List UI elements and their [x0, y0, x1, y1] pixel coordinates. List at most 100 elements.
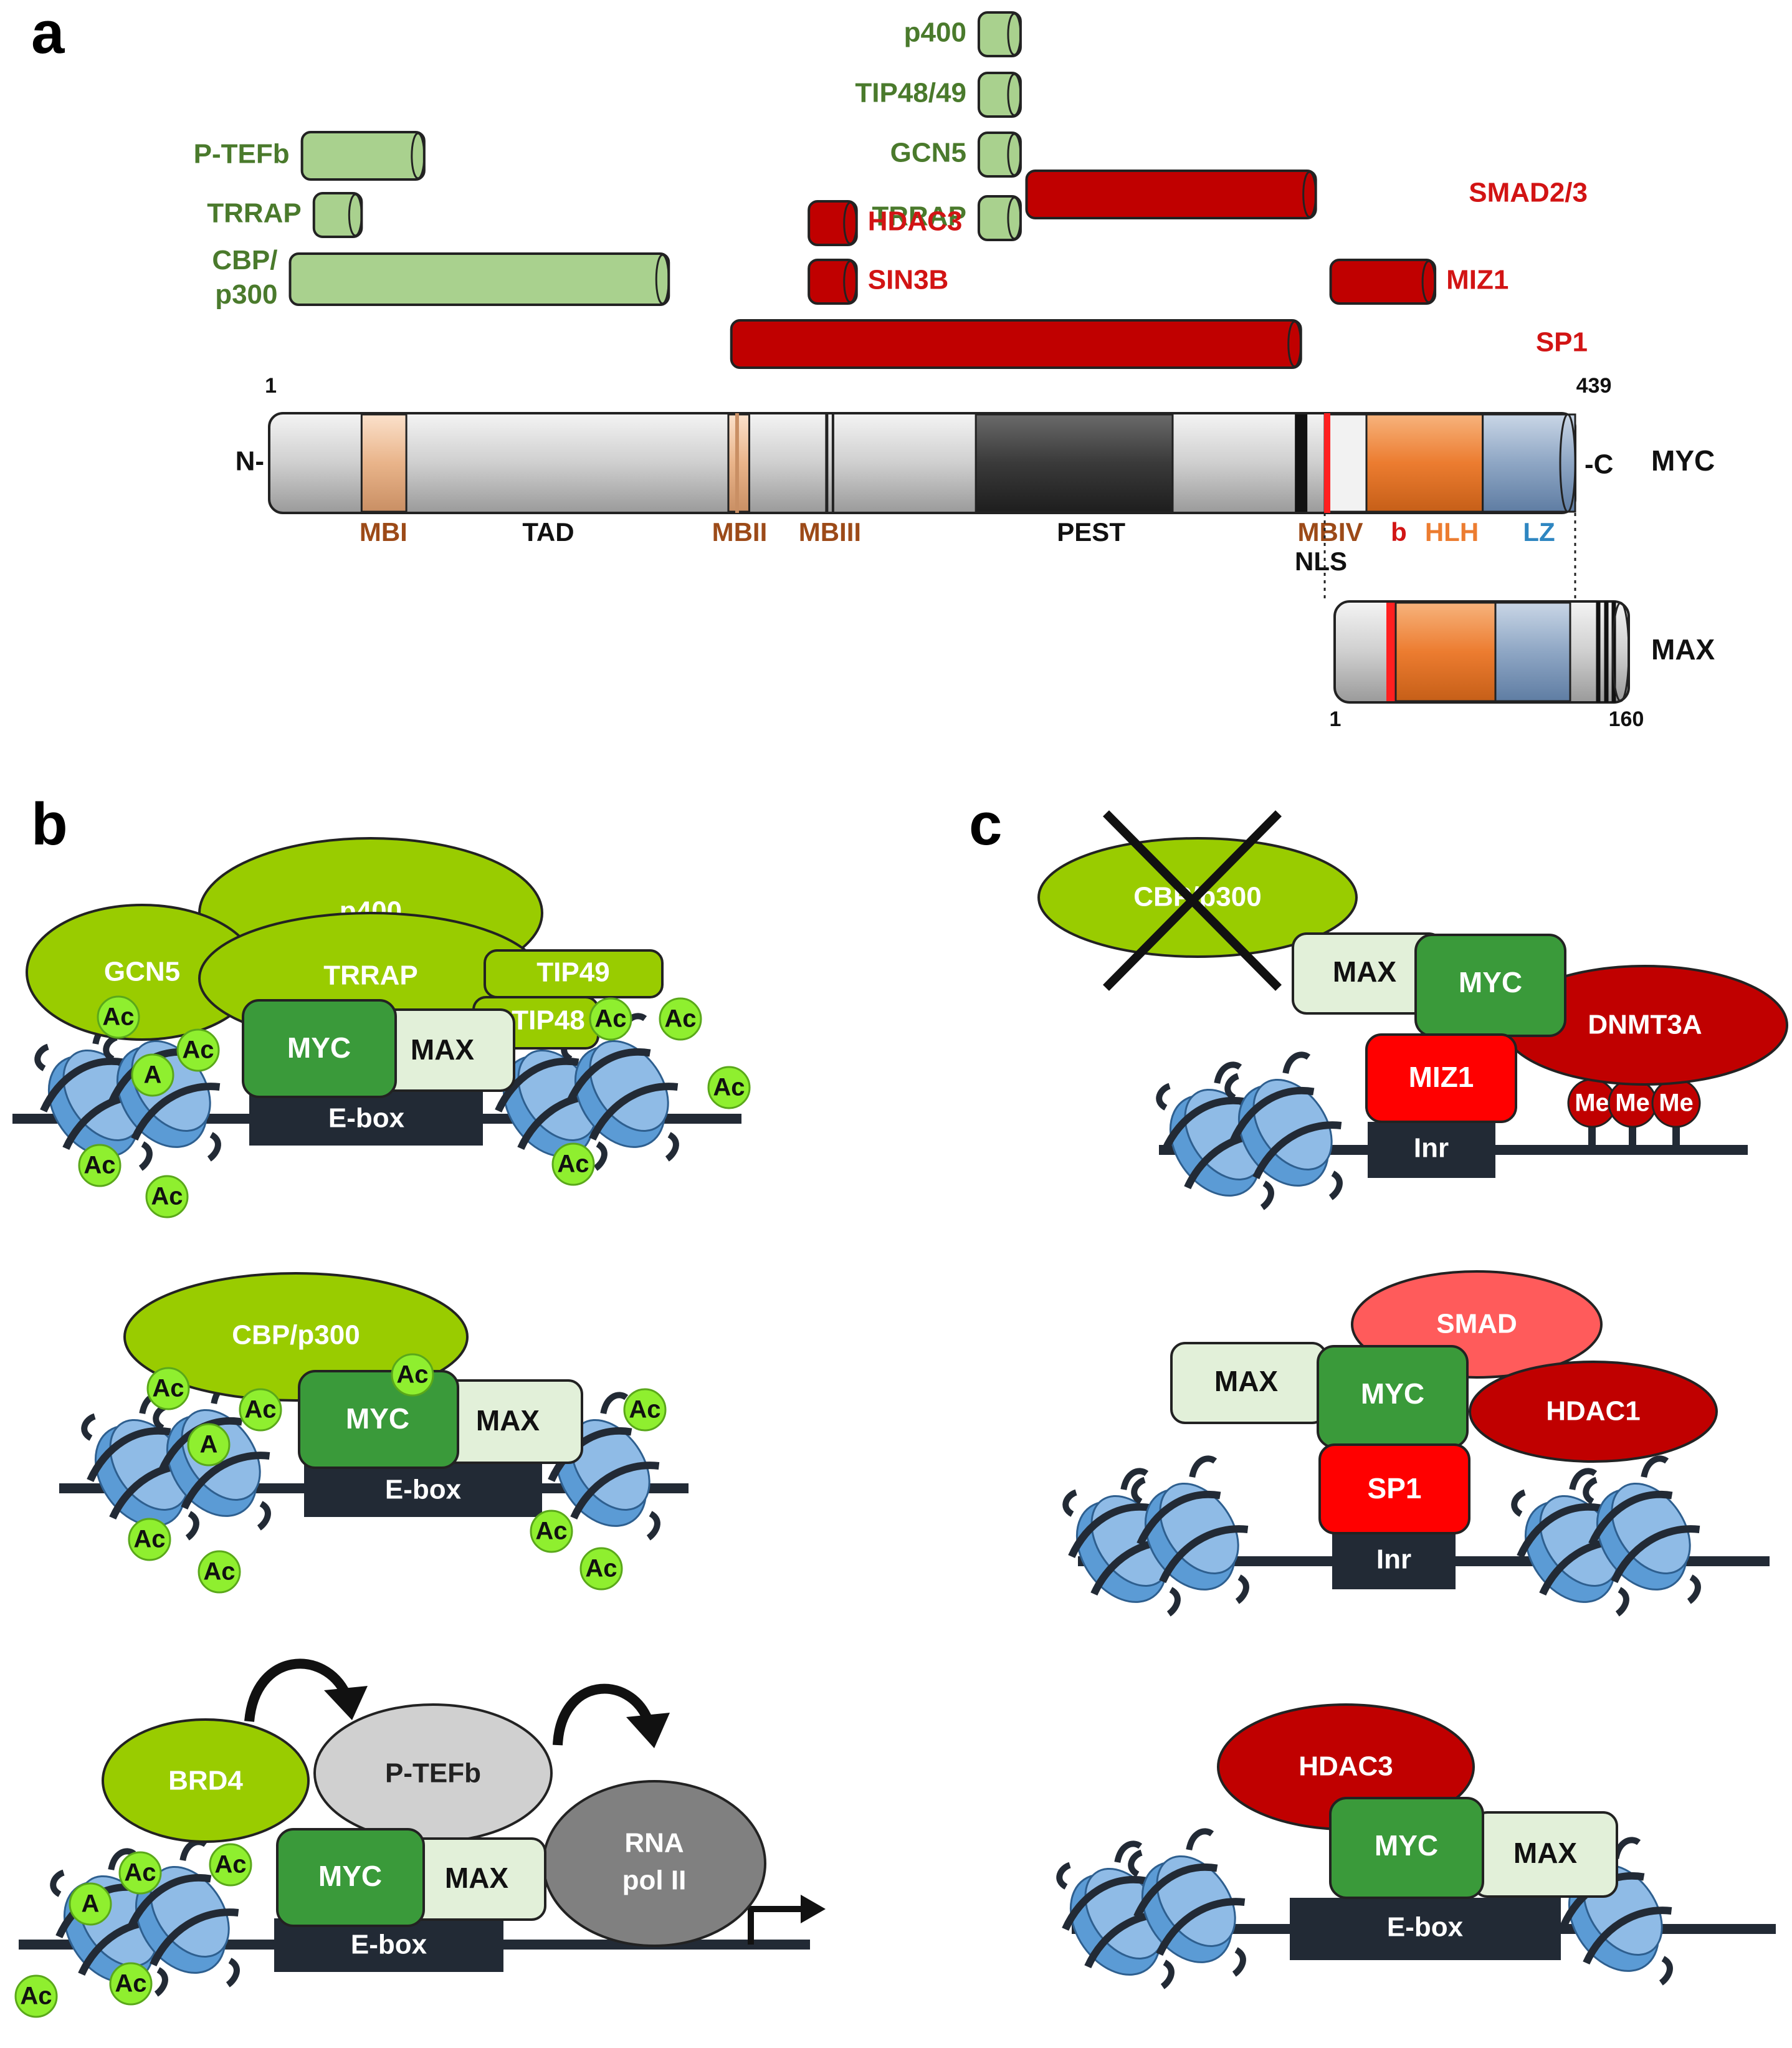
acetyl-mark: Ac — [198, 1550, 241, 1594]
domain-pest — [975, 413, 1174, 513]
inr-box — [1368, 1122, 1495, 1178]
acetyl-mark: Ac — [530, 1510, 573, 1553]
acetyl-label: Ac — [124, 1859, 156, 1887]
histone-tail — [103, 1034, 118, 1062]
dna-wrap — [1062, 1875, 1146, 1931]
histone-tail — [600, 1392, 629, 1415]
transcription-start-arrow — [748, 1906, 801, 1945]
histone-tail — [1114, 1840, 1143, 1864]
dna-wrap — [1159, 1525, 1249, 1584]
interactor-bar-hdac3 — [808, 200, 858, 246]
acetyl-label: A — [200, 1431, 218, 1458]
dna-wrap — [1133, 1863, 1218, 1918]
domain-label: b — [1391, 517, 1407, 547]
acetyl-label: Ac — [396, 1361, 428, 1389]
panel-b-activation-schemes: p400 GCN5 TRRAP TIP48 TIP49 E-box MAX MY… — [12, 837, 826, 2018]
cbp-p300-complex — [123, 1272, 469, 1402]
dna-wrap — [131, 1083, 221, 1141]
acetyl-mark: Ac — [589, 997, 632, 1041]
histone-tail — [50, 1869, 65, 1897]
acetyl-dot — [128, 1518, 171, 1561]
acetyl-dot — [145, 1175, 189, 1218]
panel-c-repression-schemes: CBP/p300 Inr Me Me Me DNMT3A MAX MYC MIZ… — [1037, 810, 1788, 1989]
nucleosome — [1555, 1837, 1673, 1986]
acetyl-dot — [530, 1510, 573, 1553]
c-terminus-label: -C — [1585, 449, 1613, 480]
acetyl-mark: Ac — [623, 1388, 667, 1432]
interactor-label: SP1 — [1536, 327, 1588, 358]
dna-wrap — [548, 1427, 632, 1482]
acetyl-label: Ac — [664, 1005, 696, 1033]
histone-tail — [108, 1848, 136, 1871]
dna-wrap — [1252, 1121, 1342, 1180]
interactor-bar-trrap — [312, 192, 363, 238]
domain-label: HLH — [1425, 517, 1479, 547]
dna-wrap — [1611, 1525, 1700, 1584]
dnmt3a-label: DNMT3A — [1588, 1010, 1702, 1040]
dna-wrap — [127, 1873, 212, 1929]
interactor-label: P-TEFb — [194, 139, 290, 170]
acetyl-dot — [707, 1066, 751, 1109]
acetyl-label: Ac — [585, 1555, 617, 1582]
myc-label: MYC — [1459, 966, 1522, 998]
acetyl-mark: Ac — [146, 1367, 190, 1410]
max-label: MAX — [476, 1404, 540, 1437]
ebox-label: E-box — [385, 1475, 462, 1505]
acetyl-label: Ac — [182, 1036, 214, 1064]
hdac3-label: HDAC3 — [1299, 1751, 1393, 1782]
acetyl-label: Ac — [133, 1526, 165, 1553]
acetyl-mark: Ac — [145, 1175, 189, 1218]
acetyl-label: Ac — [629, 1396, 660, 1424]
methyl-mark: Me — [1651, 1078, 1701, 1150]
interactor-bar-sin3b — [808, 259, 858, 305]
histone-tail — [1641, 1455, 1669, 1478]
myc-label: MYC — [287, 1031, 351, 1064]
histone-tail — [81, 1413, 97, 1441]
dna-wrap — [1137, 1490, 1221, 1546]
domain-label: PEST — [1057, 517, 1125, 547]
histone-tail — [1156, 1083, 1171, 1111]
dna-wrap — [570, 1462, 660, 1520]
dna-wrap — [1161, 1096, 1246, 1152]
dna-wrap — [589, 1083, 679, 1141]
interactor-bar-sp1 — [730, 319, 1302, 369]
hdac1-enzyme — [1469, 1361, 1718, 1463]
acetyl-mark: A — [69, 1882, 112, 1926]
histone-tail — [1659, 1956, 1673, 1986]
inr-label: Inr — [1414, 1133, 1449, 1164]
myc-box — [1329, 1797, 1484, 1899]
dna-wrap — [1230, 1086, 1315, 1142]
methyl-mark: Me — [1567, 1078, 1617, 1150]
acetyl-label: Ac — [115, 1970, 146, 1998]
domain-label: MBIV — [1298, 517, 1363, 547]
acetyl-dot — [659, 997, 702, 1041]
histone-tail — [1224, 1073, 1240, 1101]
scheme-c-top: CBP/p300 Inr Me Me Me DNMT3A MAX MYC MIZ… — [1037, 810, 1788, 1210]
myc-start-residue: 1 — [265, 374, 277, 398]
domain-label: LZ — [1523, 517, 1555, 547]
miz1-label: MIZ1 — [1409, 1061, 1474, 1093]
interactor-bar-smad23 — [1025, 170, 1317, 219]
myc-label: MYC — [1361, 1377, 1424, 1410]
acetyl-mark: Ac — [209, 1843, 252, 1887]
domain-nls — [1295, 414, 1308, 512]
histone-tail — [226, 1958, 240, 1988]
acetyl-mark: Ac — [659, 997, 702, 1041]
max-name: MAX — [1651, 633, 1715, 666]
acetyl-label: Ac — [102, 1003, 134, 1031]
scheme-c-middle: Inr SMAD HDAC1 MAX MYC SP1 — [1062, 1270, 1770, 1617]
acetyl-dot — [97, 995, 140, 1039]
acetyl-dot — [589, 997, 632, 1041]
interactor-bar-trrap — [977, 195, 1022, 241]
histone-tail — [179, 1839, 208, 1862]
myc-label: MYC — [346, 1402, 409, 1435]
histone-tail — [646, 1511, 660, 1541]
sp1-box — [1318, 1443, 1470, 1534]
rna-pol-ii-label-line1: RNA — [624, 1828, 684, 1859]
curved-arrow-head — [626, 1713, 670, 1748]
histone-tail — [1232, 1947, 1246, 1977]
brd4-protein — [102, 1718, 310, 1843]
max-label: MAX — [1513, 1837, 1578, 1869]
ebox — [304, 1463, 542, 1517]
